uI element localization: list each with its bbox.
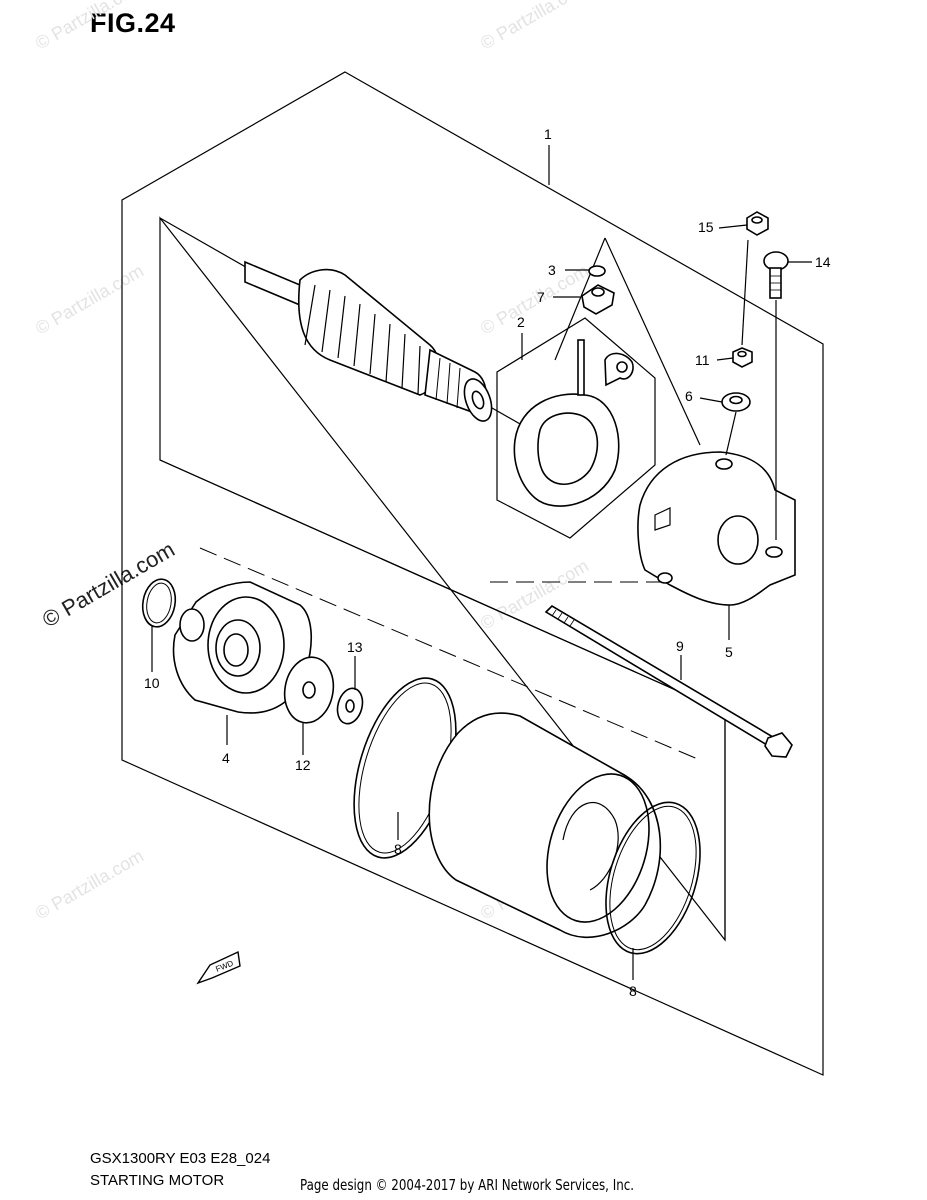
fwd-arrow-icon: FWD	[196, 950, 241, 985]
callout-14: 14	[815, 254, 831, 270]
alignment-line	[554, 237, 606, 361]
terminal-insulator	[581, 284, 615, 315]
callout-5: 5	[725, 644, 733, 660]
callout-7: 7	[537, 289, 545, 305]
washer-13	[336, 687, 364, 725]
watermark: © Partzilla.com	[32, 845, 147, 923]
armature	[244, 260, 493, 422]
callout-11: 11	[695, 352, 710, 368]
o-ring	[605, 801, 701, 955]
brush-holder	[496, 317, 656, 539]
callout-9: 9	[676, 638, 684, 654]
watermark: © Partzilla.com	[32, 260, 147, 338]
callout-4: 4	[222, 750, 230, 766]
callout-10: 10	[144, 675, 160, 691]
figure-title: FIG.24	[90, 8, 176, 38]
front-end-cover	[172, 581, 312, 714]
leader	[725, 411, 737, 456]
section-name: STARTING MOTOR	[90, 1172, 225, 1189]
callout-leaders	[151, 145, 812, 980]
nut-15	[746, 211, 769, 236]
callout-1: 1	[544, 126, 552, 142]
model-code: GSX1300RY E03 E28_024	[90, 1150, 271, 1167]
inner-outline-bottom	[159, 459, 726, 713]
assembly-outline	[121, 71, 824, 1076]
callout-labels: 1 2 3 4 5 6 7 8 8 9 10 11 12 13 14 15	[144, 126, 831, 999]
callout-13: 13	[347, 639, 363, 655]
o-ring	[588, 265, 606, 277]
through-bolt	[544, 604, 793, 758]
callout-6: 6	[685, 388, 693, 404]
alignment-line	[604, 237, 701, 446]
rear-end-cover	[637, 451, 796, 606]
o-ring	[141, 578, 177, 628]
alignment-line	[199, 547, 701, 761]
leader	[741, 239, 749, 346]
watermark: © Partzilla.com	[477, 0, 592, 53]
watermark: © Partzilla.com	[477, 260, 592, 338]
callout-12: 12	[295, 757, 311, 773]
washer-6	[721, 392, 751, 412]
callout-15: 15	[698, 219, 714, 235]
watermark: © Partzilla.com	[32, 0, 147, 53]
callout-2: 2	[517, 314, 525, 330]
bolt-14	[763, 251, 789, 299]
yoke-housing	[428, 712, 662, 939]
nut-11	[732, 347, 753, 368]
copyright-notice: Page design © 2004-2017 by ARI Network S…	[300, 1176, 635, 1194]
callout-8-right: 8	[629, 983, 637, 999]
callout-8-left: 8	[394, 841, 402, 857]
callout-3: 3	[548, 262, 556, 278]
